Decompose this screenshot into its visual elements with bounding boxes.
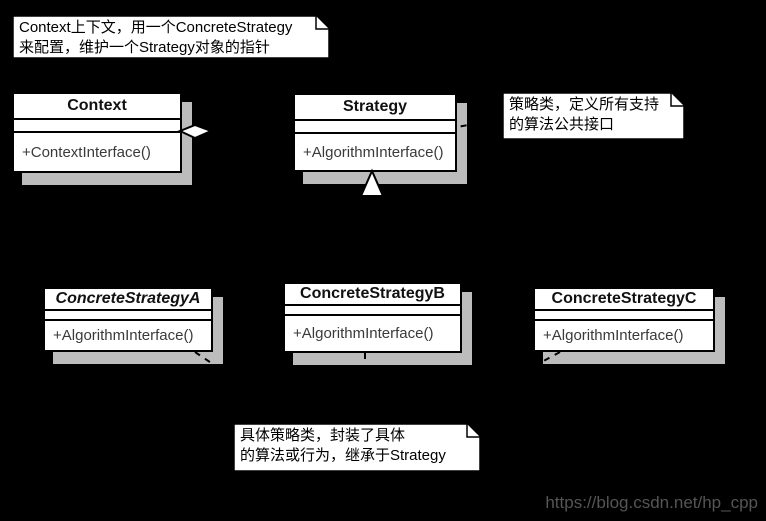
class-concrete-strategy-c: ConcreteStrategyC +AlgorithmInterface() [533,287,715,352]
inheritance-lines [127,196,625,287]
class-name: ConcreteStrategyA [45,289,211,311]
class-concrete-strategy-b: ConcreteStrategyB +AlgorithmInterface() [283,282,462,353]
class-method: +ContextInterface() [22,143,151,161]
note-line: 来配置，维护一个Strategy对象的指针 [19,39,270,56]
note-fold-icon [670,93,684,107]
note-line: 具体策略类，封装了具体 [240,427,406,444]
note-fold-icon [466,424,480,438]
attributes-compartment [535,311,713,321]
attributes-compartment [295,121,455,134]
attributes-compartment [45,311,211,321]
note-fold-icon [315,16,329,30]
note-context-description: Context上下文，用一个ConcreteStrategy 来配置，维护一个S… [12,15,330,59]
class-method: +AlgorithmInterface() [293,325,434,342]
class-name: ConcreteStrategyC [535,289,713,311]
class-name: Strategy [295,95,455,121]
note-strategy-description: 策略类，定义所有支持 的算法公共接口 [502,92,685,140]
class-method: +AlgorithmInterface() [543,327,684,344]
note-line: 的算法或行为，继承于Strategy [240,447,446,464]
note-outline [502,92,685,140]
attributes-compartment [285,306,460,316]
note-line: Context上下文，用一个ConcreteStrategy [19,19,293,36]
note-line: 的算法公共接口 [509,116,615,133]
watermark-url: https://blog.csdn.net/hp_cpp [545,493,758,512]
class-method: +AlgorithmInterface() [303,143,444,161]
note-anchor-context [119,58,171,93]
class-name: ConcreteStrategyB [285,284,460,306]
attributes-compartment [14,120,180,133]
note-outline [233,423,481,472]
class-method: +AlgorithmInterface() [53,327,194,344]
note-concrete-description: 具体策略类，封装了具体 的算法或行为，继承于Strategy [233,423,481,472]
class-strategy: Strategy +AlgorithmInterface() [293,93,457,172]
class-context: Context +ContextInterface() [12,92,182,173]
class-concrete-strategy-a: ConcreteStrategyA +AlgorithmInterface() [43,287,213,352]
class-name: Context [14,94,180,120]
note-line: 策略类，定义所有支持 [509,96,660,113]
note-outline [12,15,330,59]
